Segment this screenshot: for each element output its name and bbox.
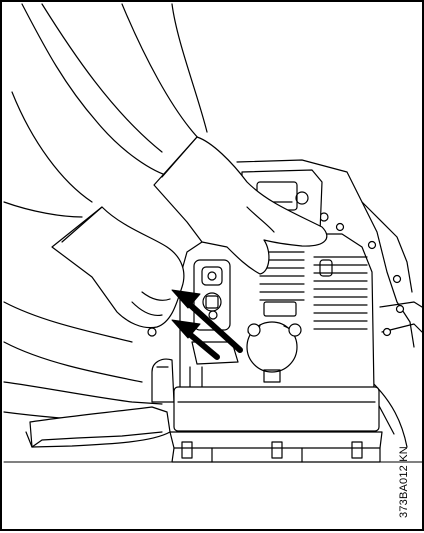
engine-base bbox=[169, 386, 383, 463]
right-gloved-hand bbox=[153, 136, 328, 275]
operator-shoe bbox=[25, 406, 171, 448]
insertion-arrows bbox=[171, 289, 243, 360]
left-gloved-hand bbox=[51, 206, 185, 329]
engine-body bbox=[147, 233, 375, 393]
insertion-arrow-upper bbox=[171, 289, 243, 353]
operator-upper-body bbox=[3, 3, 208, 383]
insertion-arrow-lower bbox=[171, 319, 220, 360]
backpack-frame bbox=[236, 159, 423, 448]
fuel-can-spout bbox=[151, 358, 175, 403]
figure-code: 373BA012 KN bbox=[398, 446, 410, 518]
